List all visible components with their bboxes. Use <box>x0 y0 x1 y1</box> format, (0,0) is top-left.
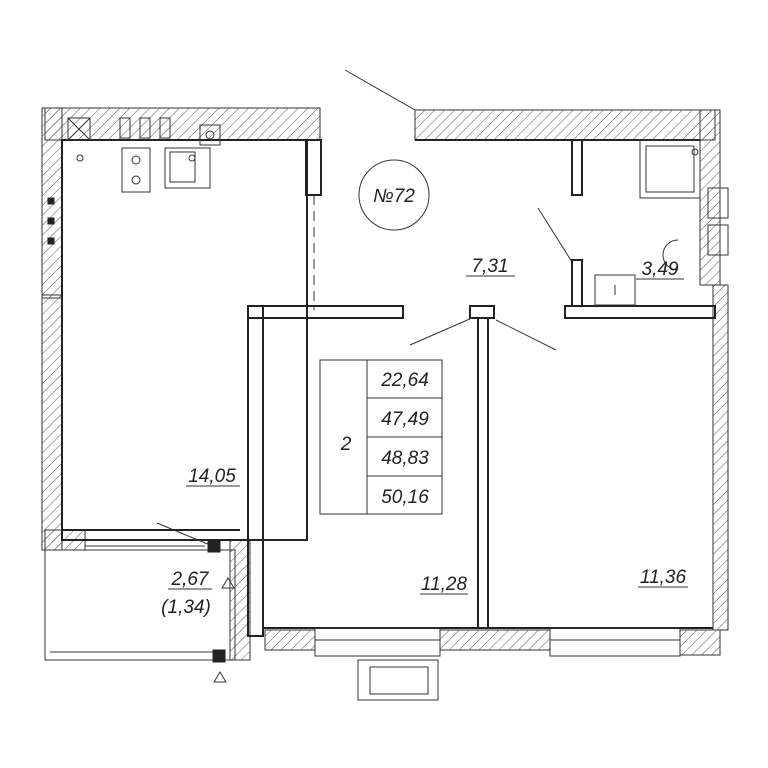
markers <box>47 197 235 683</box>
area-hall: 7,31 <box>472 256 509 277</box>
room-labels: 14,05 7,31 3,49 11,28 11,36 2,67 (1,34) <box>161 256 688 618</box>
apartment-badge: №72 <box>358 159 430 231</box>
area-bedroom-1: 11,28 <box>421 574 468 595</box>
door-swings <box>156 69 573 546</box>
area-balcony-reduced: (1,34) <box>161 597 211 618</box>
apartment-number: №72 <box>373 186 415 207</box>
area-bathroom: 3,49 <box>642 259 679 280</box>
summary-value: 50,16 <box>381 487 429 508</box>
summary-value: 48,83 <box>381 448 429 469</box>
rooms-count: 2 <box>340 434 352 455</box>
area-bedroom-2: 11,36 <box>640 567 687 588</box>
windows <box>44 545 681 701</box>
area-balcony: 2,67 <box>171 569 210 590</box>
area-kitchen: 14,05 <box>188 466 236 487</box>
kitchen-fixtures <box>67 117 221 193</box>
summary-value: 47,49 <box>381 409 429 430</box>
bathroom-fixtures <box>594 139 729 306</box>
summary-table: 2 22,64 47,49 48,83 50,16 <box>319 359 443 515</box>
summary-value: 22,64 <box>380 370 429 391</box>
interior-walls <box>61 139 716 637</box>
